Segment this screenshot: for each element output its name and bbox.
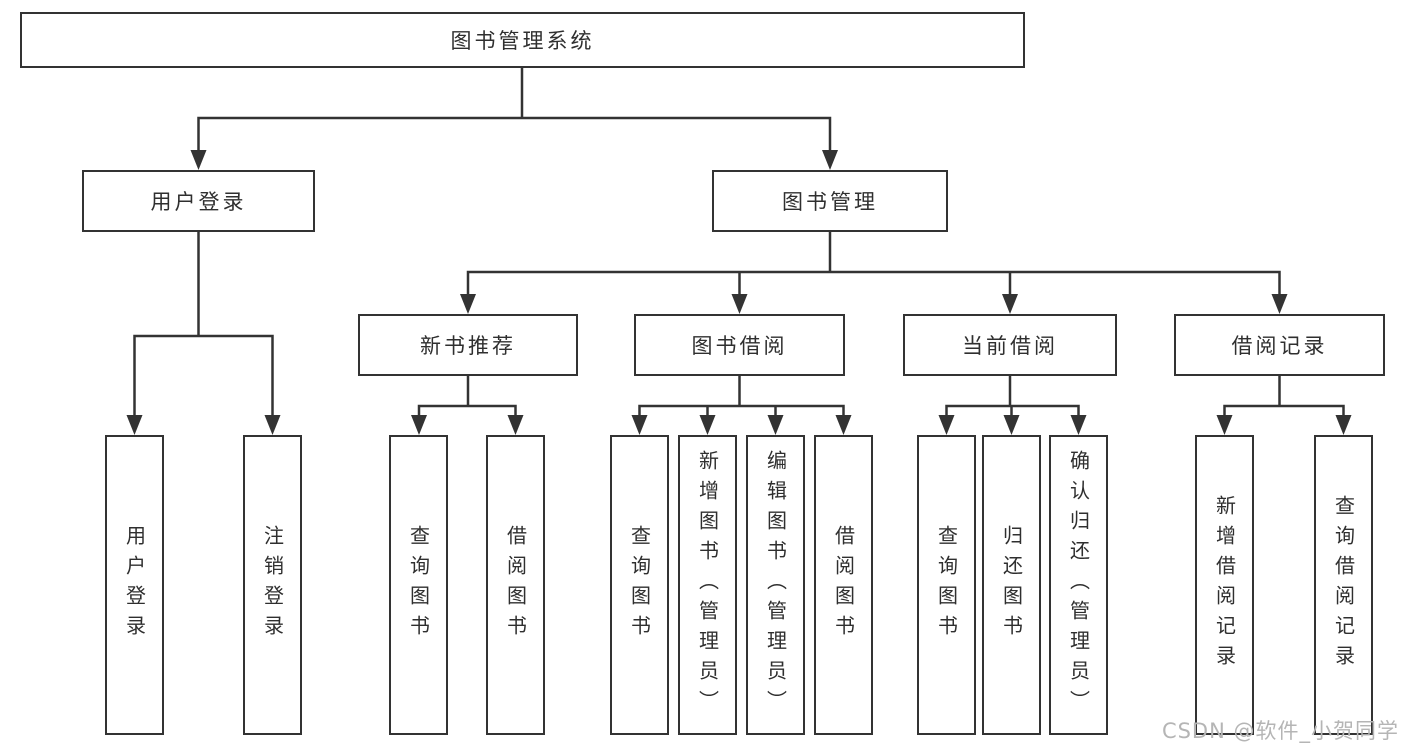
node-borrowing-records-label: 借阅记录 [1231, 334, 1328, 358]
leaf-recommend-query-books-label: 查询图书 [406, 525, 431, 645]
leaf-borrowing-add-books-admin-label: 新增图书（管理员） [695, 450, 720, 720]
leaf-current-query-books-label: 查询图书 [934, 525, 959, 645]
node-book-borrowing-label: 图书借阅 [691, 334, 788, 358]
node-book-management-label: 图书管理 [782, 190, 878, 214]
leaf-borrowing-query-books: 查询图书 [610, 435, 669, 735]
leaf-user-login-label: 用户登录 [122, 525, 147, 645]
node-book-management: 图书管理 [712, 170, 948, 232]
leaf-current-confirm-return-admin-label: 确认归还（管理员） [1066, 450, 1091, 720]
leaf-current-confirm-return-admin: 确认归还（管理员） [1049, 435, 1108, 735]
leaf-recommend-borrow-books: 借阅图书 [486, 435, 545, 735]
node-root-label: 图书管理系统 [450, 29, 595, 53]
leaf-recommend-query-books: 查询图书 [389, 435, 448, 735]
node-new-book-recommend: 新书推荐 [358, 314, 578, 376]
arrowheads [126, 150, 1352, 435]
leaf-borrowing-add-books-admin: 新增图书（管理员） [678, 435, 737, 735]
node-root: 图书管理系统 [20, 12, 1025, 68]
watermark: CSDN @软件_小贺同学 [1161, 719, 1399, 743]
leaf-current-return-books: 归还图书 [982, 435, 1041, 735]
leaf-borrowing-borrow-books: 借阅图书 [814, 435, 873, 735]
node-borrowing-records: 借阅记录 [1174, 314, 1385, 376]
node-new-book-recommend-label: 新书推荐 [420, 334, 516, 358]
leaf-borrowing-borrow-books-label: 借阅图书 [831, 525, 856, 645]
node-user-login-label: 用户登录 [150, 190, 247, 214]
leaf-user-login: 用户登录 [105, 435, 164, 735]
leaf-borrowing-query-books-label: 查询图书 [627, 525, 652, 645]
node-user-login: 用户登录 [82, 170, 315, 232]
leaf-records-add-record-label: 新增借阅记录 [1212, 495, 1237, 675]
leaf-recommend-borrow-books-label: 借阅图书 [503, 525, 528, 645]
leaf-logout-login-label: 注销登录 [260, 525, 285, 645]
leaf-logout-login: 注销登录 [243, 435, 302, 735]
leaf-records-query-record: 查询借阅记录 [1314, 435, 1373, 735]
leaf-records-add-record: 新增借阅记录 [1195, 435, 1254, 735]
leaf-current-query-books: 查询图书 [917, 435, 976, 735]
leaf-borrowing-edit-books-admin-label: 编辑图书（管理员） [763, 450, 788, 720]
leaf-current-return-books-label: 归还图书 [999, 525, 1024, 645]
leaf-records-query-record-label: 查询借阅记录 [1331, 495, 1356, 675]
node-current-borrowing-label: 当前借阅 [962, 334, 1058, 358]
node-book-borrowing: 图书借阅 [634, 314, 845, 376]
leaf-borrowing-edit-books-admin: 编辑图书（管理员） [746, 435, 805, 735]
node-current-borrowing: 当前借阅 [903, 314, 1117, 376]
